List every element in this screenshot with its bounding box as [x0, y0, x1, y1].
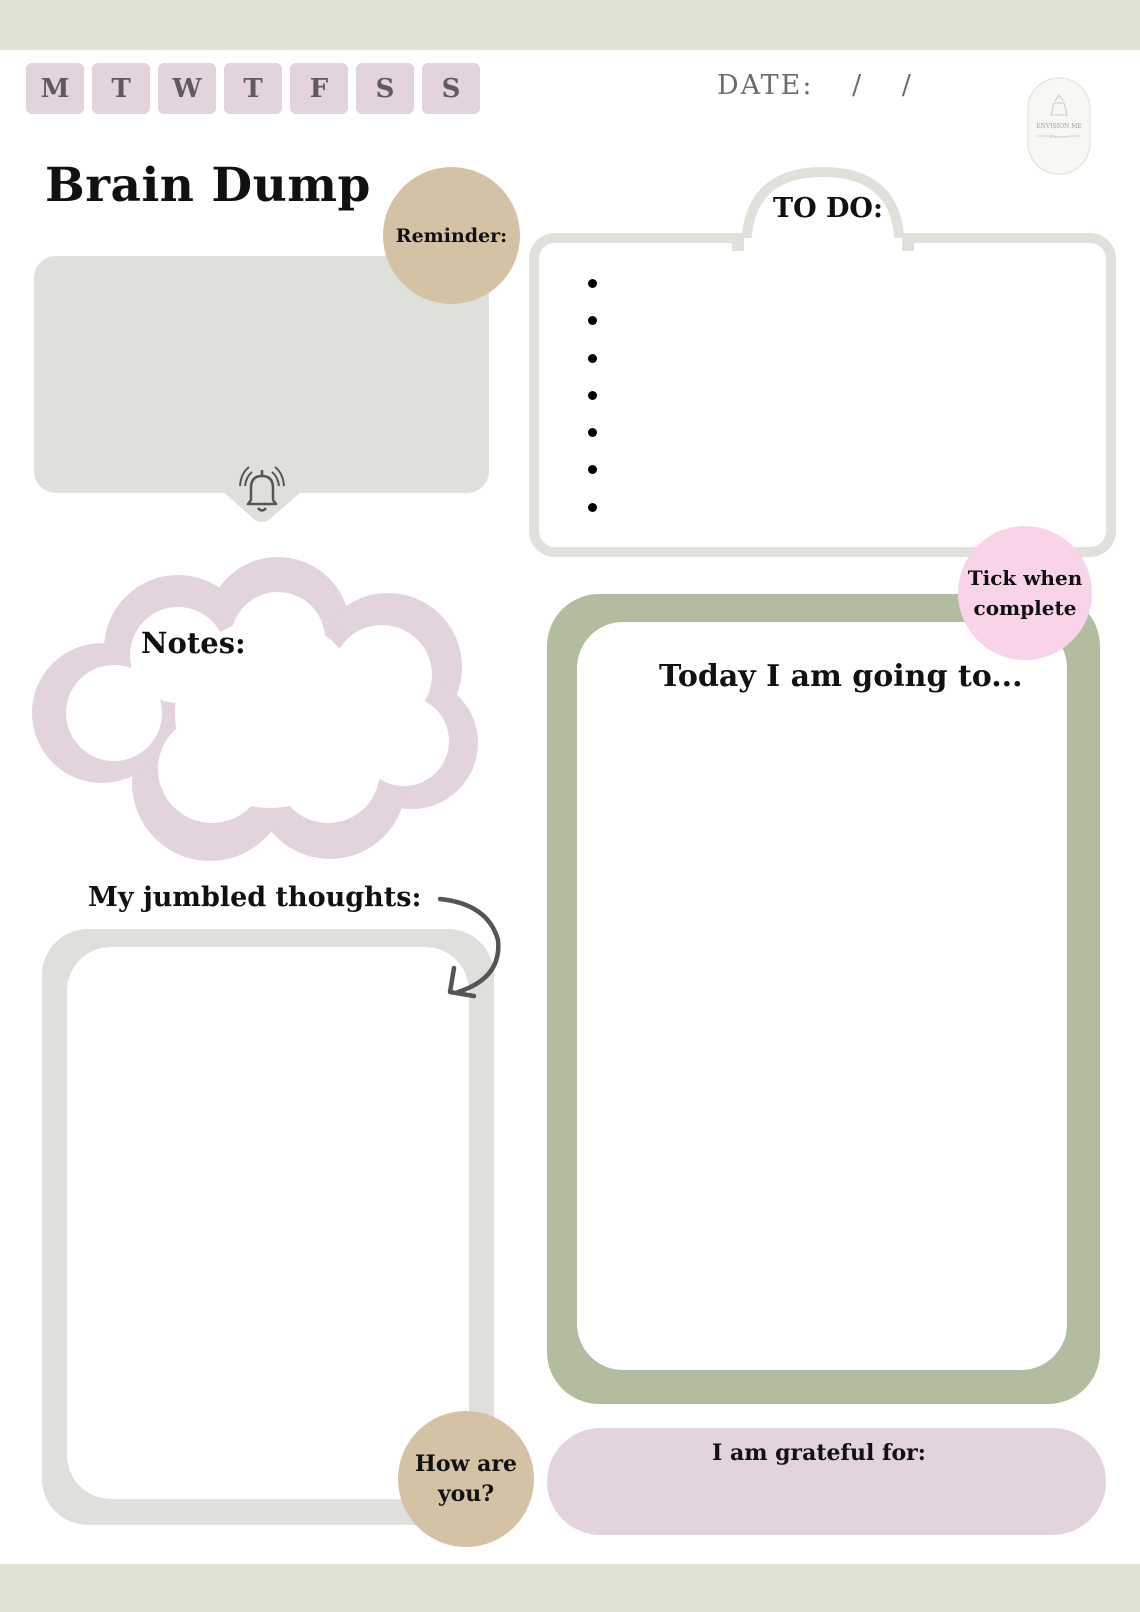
- bottom-band: [0, 1564, 1140, 1612]
- how-label: you?: [437, 1481, 495, 1507]
- day-tuesday[interactable]: T: [92, 63, 150, 114]
- tick-badge: Tick when complete: [958, 526, 1092, 660]
- logo-text: ENVISION ME: [1036, 123, 1081, 130]
- day-monday[interactable]: M: [26, 63, 84, 114]
- notes-label: Notes:: [141, 626, 246, 660]
- page-title: Brain Dump: [45, 158, 371, 213]
- tick-label: complete: [973, 596, 1077, 620]
- today-label: Today I am going to...: [659, 659, 1023, 694]
- date-label: DATE:: [717, 70, 814, 101]
- date-separator: /: [901, 70, 913, 101]
- day-sunday[interactable]: S: [422, 63, 480, 114]
- how-badge: How are you?: [398, 1411, 534, 1547]
- day-thursday[interactable]: T: [224, 63, 282, 114]
- grateful-box[interactable]: [547, 1428, 1106, 1535]
- jumbled-box[interactable]: [67, 947, 469, 1499]
- reminder-box[interactable]: [34, 256, 489, 493]
- day-friday[interactable]: F: [290, 63, 348, 114]
- logo-subtext: Planners: [1049, 134, 1068, 139]
- notes-cloud[interactable]: [30, 557, 496, 862]
- top-band: [0, 0, 1140, 50]
- day-saturday[interactable]: S: [356, 63, 414, 114]
- todo-box[interactable]: [529, 233, 1116, 557]
- curved-arrow-icon: [436, 890, 506, 1010]
- date-separator: /: [852, 70, 864, 101]
- brand-logo: ENVISION ME Planners: [1027, 77, 1091, 175]
- tick-label: Tick when: [967, 566, 1083, 590]
- day-wednesday[interactable]: W: [158, 63, 216, 114]
- grateful-label: I am grateful for:: [712, 1440, 926, 1466]
- bell-icon: [238, 464, 286, 516]
- how-label: How are: [415, 1451, 517, 1477]
- reminder-badge: Reminder:: [383, 167, 520, 304]
- reminder-pointer: [222, 491, 302, 536]
- reminder-label: Reminder:: [395, 224, 508, 247]
- todo-label: TO DO:: [773, 193, 883, 224]
- date-field[interactable]: DATE: / /: [717, 70, 913, 101]
- jumbled-label: My jumbled thoughts:: [88, 882, 422, 913]
- todo-tab: [732, 166, 914, 256]
- today-box[interactable]: [577, 622, 1067, 1370]
